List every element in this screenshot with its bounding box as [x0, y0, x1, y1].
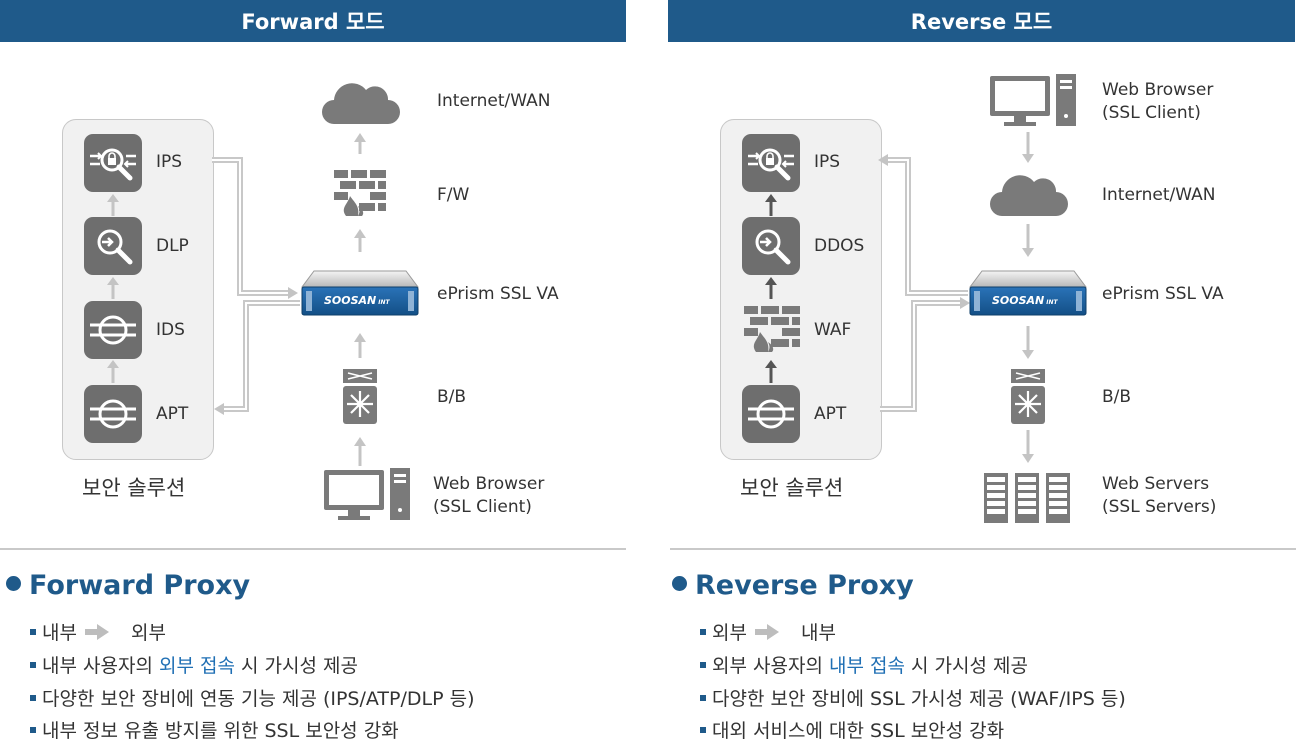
reverse-solution-caption: 보안 솔루션 [740, 476, 844, 500]
reverse-flow-servers-name: Web Servers [1102, 474, 1210, 494]
forward-solution-caption: 보안 솔루션 [82, 476, 186, 500]
ips-lock-magnifier-icon [84, 134, 142, 192]
forward-arrow-browser-to-bb [354, 437, 366, 466]
forward-flow-internet-label: Internet/WAN [437, 91, 551, 111]
title-bullet-dot [6, 576, 21, 591]
forward-flow-fw-label: F/W [437, 185, 470, 205]
reverse-flow-browser-label: Web Browser (SSL Client) [1102, 79, 1213, 125]
reverse-direction-bullet: 외부 내부 [700, 618, 836, 645]
reverse-solution-apt-label: APT [814, 404, 847, 424]
reverse-flow-internet-label: Internet/WAN [1102, 185, 1216, 205]
ips-lock-magnifier-icon [742, 134, 800, 192]
reverse-chain-arrows [765, 194, 777, 383]
forward-direction-bullet: 내부 외부 [30, 618, 166, 645]
forward-bullet-3: 내부 정보 유출 방지를 위한 SSL 보안성 강화 [30, 716, 399, 743]
reverse-arrow-browser-to-internet [1022, 132, 1034, 163]
reverse-bullet-2: 다양한 보안 장비에 SSL 가시성 제공 (WAF/IPS 등) [700, 684, 1126, 711]
reverse-mode-header: Reverse 모드 [668, 0, 1295, 42]
reverse-proxy-title: Reverse Proxy [672, 570, 914, 601]
reverse-solution-waf-label: WAF [814, 320, 852, 340]
firewall-icon [334, 170, 386, 216]
appliance-brand-label: SOOSAN [992, 294, 1045, 307]
forward-solution-ips-label: IPS [156, 152, 183, 172]
appliance-brand-sub-label: INT [378, 299, 390, 306]
apt-node-icon [742, 385, 800, 443]
reverse-panel-connectors [878, 154, 970, 412]
right-arrow-icon [755, 623, 780, 640]
forward-dir-to: 외부 [131, 622, 166, 644]
reverse-bullet-1: 외부 사용자의 내부 접속 시 가시성 제공 [700, 651, 1028, 678]
forward-arrow-bb-to-va [354, 333, 366, 358]
forward-flow-browser-name: Web Browser [433, 474, 545, 494]
reverse-proxy-title-text: Reverse Proxy [695, 570, 914, 601]
title-bullet-dot [672, 576, 687, 591]
right-arrow-icon [85, 623, 110, 640]
cloud-icon [990, 175, 1068, 216]
forward-chain-arrows [107, 194, 119, 383]
reverse-arrow-va-to-bb [1022, 326, 1034, 359]
reverse-dir-from: 외부 [712, 622, 747, 644]
forward-flow-browser-sub: (SSL Client) [433, 497, 532, 517]
forward-flow-browser-label: Web Browser (SSL Client) [433, 473, 544, 519]
backbone-switch-icon [343, 369, 377, 424]
forward-bullet-1: 내부 사용자의 외부 접속 시 가시성 제공 [30, 651, 358, 678]
reverse-divider [670, 548, 1296, 550]
forward-divider [0, 548, 626, 550]
backbone-switch-icon [1011, 369, 1045, 424]
apt-node-icon [84, 385, 142, 443]
reverse-solution-ddos-label: DDOS [814, 236, 865, 256]
forward-bullet-2: 다양한 보안 장비에 연동 기능 제공 (IPS/ATP/DLP 등) [30, 684, 475, 711]
reverse-dir-to: 내부 [801, 622, 836, 644]
computer-icon [990, 74, 1076, 126]
forward-proxy-title: Forward Proxy [6, 570, 250, 601]
computer-icon [324, 468, 410, 520]
reverse-bullet-3: 대외 서비스에 대한 SSL 보안성 강화 [700, 716, 1004, 743]
waf-firewall-icon [744, 306, 800, 352]
forward-proxy-title-text: Forward Proxy [29, 570, 251, 601]
reverse-flow-servers-sub: (SSL Servers) [1102, 497, 1217, 517]
reverse-arrow-internet-to-va [1022, 224, 1034, 257]
reverse-solution-ips-label: IPS [814, 152, 841, 172]
reverse-highlight-text: 내부 접속 [828, 655, 905, 677]
forward-arrow-va-to-fw [354, 229, 366, 252]
forward-solution-apt-label: APT [156, 404, 189, 424]
reverse-arrow-bb-to-servers [1022, 430, 1034, 463]
forward-flow-bb-label: B/B [437, 387, 467, 407]
appliance-brand-sub-label: INT [1046, 299, 1058, 306]
server-rack-icon [984, 473, 1070, 523]
forward-highlight-text: 외부 접속 [158, 655, 235, 677]
reverse-flow-bb-label: B/B [1102, 387, 1132, 407]
reverse-flow-va-label: ePrism SSL VA [1102, 284, 1224, 304]
forward-solution-ids-label: IDS [156, 320, 185, 340]
ddos-magnifier-icon [742, 217, 800, 275]
reverse-flow-browser-sub: (SSL Client) [1102, 103, 1201, 123]
dlp-magnifier-icon [84, 217, 142, 275]
forward-flow-va-label: ePrism SSL VA [437, 284, 559, 304]
cloud-icon [322, 83, 400, 124]
forward-mode-header: Forward 모드 [0, 0, 626, 42]
reverse-flow-browser-name: Web Browser [1102, 80, 1214, 100]
appliance-brand-label: SOOSAN [324, 294, 377, 307]
forward-arrow-fw-to-internet [354, 133, 366, 154]
forward-dir-from: 내부 [42, 622, 77, 644]
reverse-flow-servers-label: Web Servers (SSL Servers) [1102, 473, 1216, 519]
ids-node-icon [84, 301, 142, 359]
forward-solution-dlp-label: DLP [156, 236, 189, 256]
forward-panel-connectors [212, 157, 300, 415]
